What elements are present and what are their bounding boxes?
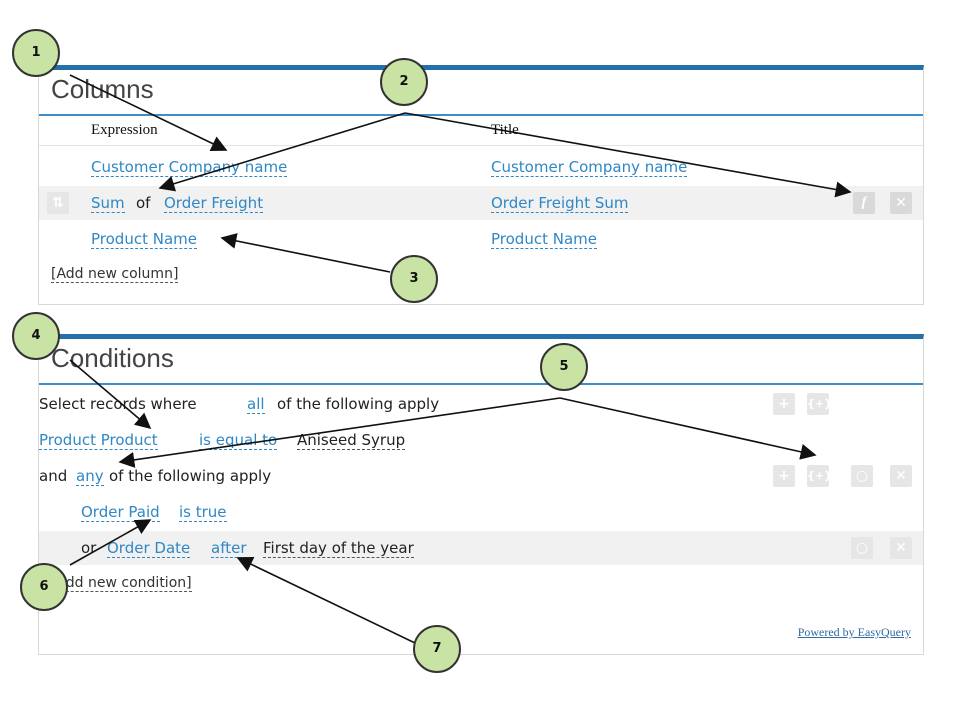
add-group-icon[interactable]: {+} bbox=[807, 393, 832, 415]
condition-value[interactable]: First day of the year bbox=[263, 539, 414, 558]
column-expression-link[interactable]: Product Name bbox=[91, 230, 197, 249]
group-suffix: of the following apply bbox=[109, 467, 272, 485]
add-condition-icon[interactable]: + bbox=[773, 393, 795, 415]
columns-panel: Columns Expression Title Customer Compan… bbox=[38, 65, 924, 305]
function-icon[interactable]: f bbox=[853, 192, 875, 214]
columns-title: Columns bbox=[51, 74, 154, 104]
column-title-link[interactable]: Customer Company name bbox=[491, 158, 688, 177]
add-column-link[interactable]: [Add new column] bbox=[51, 266, 179, 283]
column-title-link[interactable]: Product Name bbox=[491, 230, 597, 249]
callout-1: 1 bbox=[12, 29, 60, 77]
column-row: Product Name Product Name bbox=[39, 222, 923, 256]
conditions-title: Conditions bbox=[51, 343, 174, 373]
condition-group-header: and any of the following apply + {+} ○ ✕ bbox=[39, 459, 923, 493]
condition-group-header: Select records where all of the followin… bbox=[39, 387, 923, 421]
quantifier-link[interactable]: any bbox=[76, 467, 104, 486]
column-row: ⇅ Sum of Order Freight Order Freight Sum… bbox=[39, 186, 923, 220]
condition-row: or Order Date after First day of the yea… bbox=[39, 531, 923, 565]
title-header: Title bbox=[491, 122, 519, 138]
conditions-panel: Conditions Select records where all of t… bbox=[38, 334, 924, 655]
close-icon[interactable]: ✕ bbox=[890, 537, 912, 559]
quantifier-link[interactable]: all bbox=[247, 395, 265, 414]
group-conjunction: and bbox=[39, 467, 68, 485]
header-divider bbox=[39, 145, 923, 146]
condition-field-link[interactable]: Order Date bbox=[107, 539, 191, 558]
row-conjunction: or bbox=[81, 539, 97, 557]
column-expression-link[interactable]: Order Freight bbox=[164, 194, 264, 213]
conditions-divider bbox=[39, 383, 923, 385]
condition-row: Order Paid is true bbox=[39, 495, 923, 529]
aggregate-function-link[interactable]: Sum bbox=[91, 194, 125, 213]
select-prefix: Select records where bbox=[39, 395, 197, 413]
column-row: Customer Company name Customer Company n… bbox=[39, 150, 923, 184]
condition-row: Product Product is equal to Aniseed Syru… bbox=[39, 423, 923, 457]
callout-5: 5 bbox=[540, 343, 588, 391]
sort-arrows-icon[interactable]: ⇅ bbox=[47, 192, 69, 214]
close-icon[interactable]: ✕ bbox=[890, 465, 912, 487]
callout-2: 2 bbox=[380, 58, 428, 106]
of-label: of bbox=[136, 194, 151, 212]
condition-field-link[interactable]: Product Product bbox=[39, 431, 158, 450]
callout-3: 3 bbox=[390, 255, 438, 303]
expression-header: Expression bbox=[91, 122, 158, 138]
callout-4: 4 bbox=[12, 312, 60, 360]
close-icon[interactable]: ✕ bbox=[890, 192, 912, 214]
column-expression-link[interactable]: Customer Company name bbox=[91, 158, 288, 177]
columns-divider bbox=[39, 114, 923, 116]
condition-field-link[interactable]: Order Paid bbox=[81, 503, 160, 522]
add-group-icon[interactable]: {+} bbox=[807, 465, 832, 487]
toggle-icon[interactable]: ○ bbox=[851, 537, 873, 559]
callout-6: 6 bbox=[20, 563, 68, 611]
condition-value[interactable]: Aniseed Syrup bbox=[297, 431, 406, 450]
add-condition-icon[interactable]: + bbox=[773, 465, 795, 487]
condition-operator-link[interactable]: after bbox=[211, 539, 247, 558]
add-condition-link[interactable]: [Add new condition] bbox=[51, 575, 192, 592]
condition-operator-link[interactable]: is equal to bbox=[199, 431, 278, 450]
column-title-link[interactable]: Order Freight Sum bbox=[491, 194, 629, 213]
callout-7: 7 bbox=[413, 625, 461, 673]
toggle-icon[interactable]: ○ bbox=[851, 465, 873, 487]
powered-by-link[interactable]: Powered by EasyQuery bbox=[797, 625, 911, 639]
condition-operator-link[interactable]: is true bbox=[179, 503, 227, 522]
select-suffix: of the following apply bbox=[277, 395, 440, 413]
